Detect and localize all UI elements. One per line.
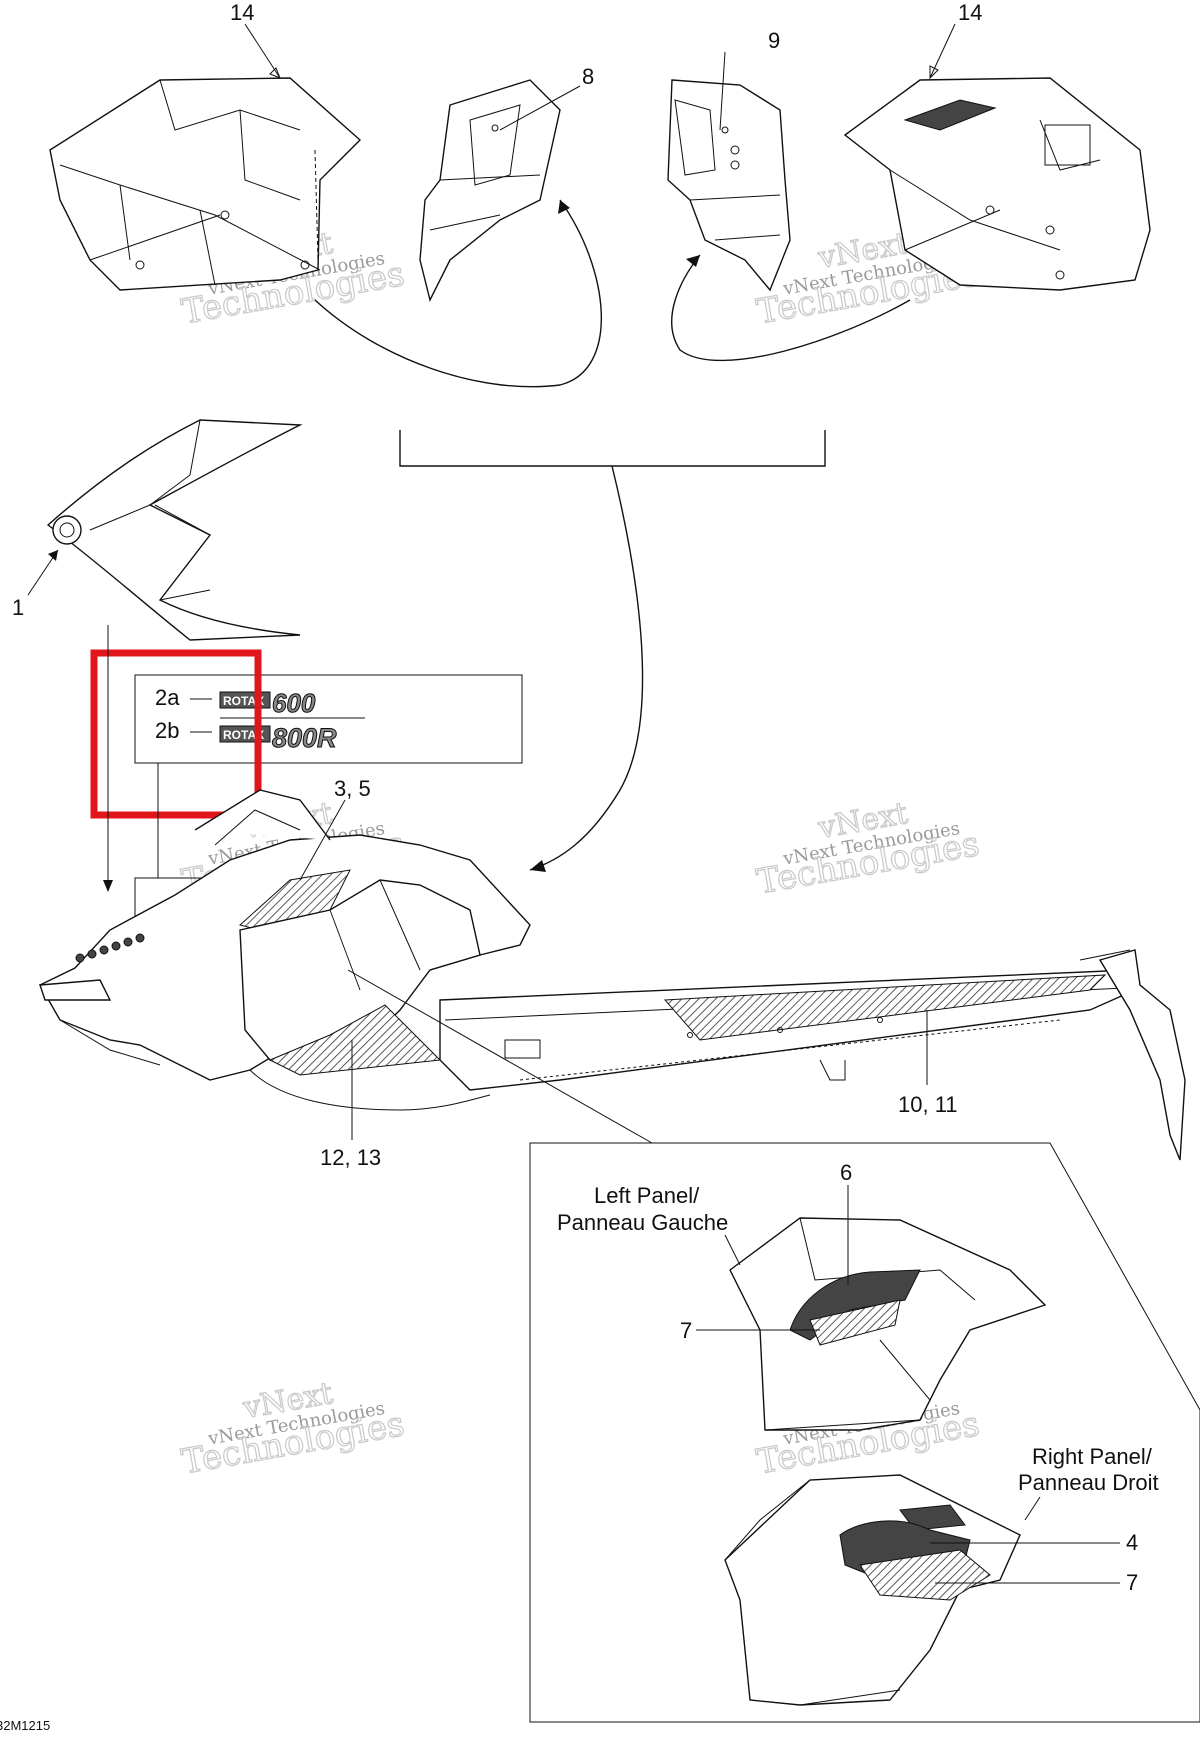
right-panel-label-en: Right Panel/ — [1032, 1444, 1153, 1469]
callout-4: 4 — [1126, 1530, 1138, 1555]
callout-8: 8 — [582, 64, 594, 89]
rotax-600-decal: ROTAX 600 — [219, 688, 316, 719]
watermark-top-right: vNext vNext Technologies Technologies — [753, 225, 983, 333]
svg-text:ROTAX: ROTAX — [223, 694, 264, 708]
callout-12-13: 12, 13 — [320, 1145, 381, 1170]
figure-code: 32M1215 — [0, 1718, 50, 1733]
snowmobile-body — [39, 789, 1186, 1161]
svg-text:ROTAX: ROTAX — [223, 728, 264, 742]
callout-14-left: 14 — [230, 0, 254, 25]
side-cover-part-8 — [419, 79, 561, 303]
watermark-mid-right: vNext vNext Technologies Technologies — [753, 795, 983, 903]
svg-text:600: 600 — [272, 688, 316, 718]
highlight-box — [90, 649, 262, 819]
left-panel-part — [729, 1217, 1047, 1431]
callout-7-left: 7 — [680, 1318, 692, 1343]
callout-10-11: 10, 11 — [898, 1092, 958, 1117]
callout-2a: 2a — [155, 685, 180, 710]
callout-2b: 2b — [155, 718, 179, 743]
left-panel-label-en: Left Panel/ — [594, 1183, 700, 1208]
rotax-badge-box: 2a 2b ROTAX 600 ROTAX 800R — [134, 674, 523, 764]
right-side-panel-part — [843, 77, 1151, 291]
watermark-bottom-left: vNext vNext Technologies Technologies — [178, 1375, 408, 1483]
top-leader-lines — [244, 23, 956, 872]
callout-3-5: 3, 5 — [334, 776, 371, 801]
rotax-800r-decal: ROTAX 800R — [219, 723, 338, 754]
callout-7-right: 7 — [1126, 1570, 1138, 1595]
right-panel-label-fr: Panneau Droit — [1018, 1470, 1159, 1495]
left-panel-label-fr: Panneau Gauche — [557, 1210, 728, 1235]
right-panel-part — [724, 1474, 1021, 1706]
callout-9: 9 — [768, 28, 780, 53]
callout-1: 1 — [12, 595, 24, 620]
panel-detail-inset: 6 7 Left Panel/ Panneau Gauche Right Pan… — [529, 1142, 1200, 1723]
side-cover-part-9 — [667, 79, 791, 292]
callout-6: 6 — [840, 1160, 852, 1185]
front-vents — [75, 933, 145, 963]
nose-cone-part — [46, 419, 303, 641]
callout-14-right: 14 — [958, 0, 982, 25]
left-side-panel-part — [49, 77, 362, 291]
svg-text:800R: 800R — [272, 723, 337, 753]
